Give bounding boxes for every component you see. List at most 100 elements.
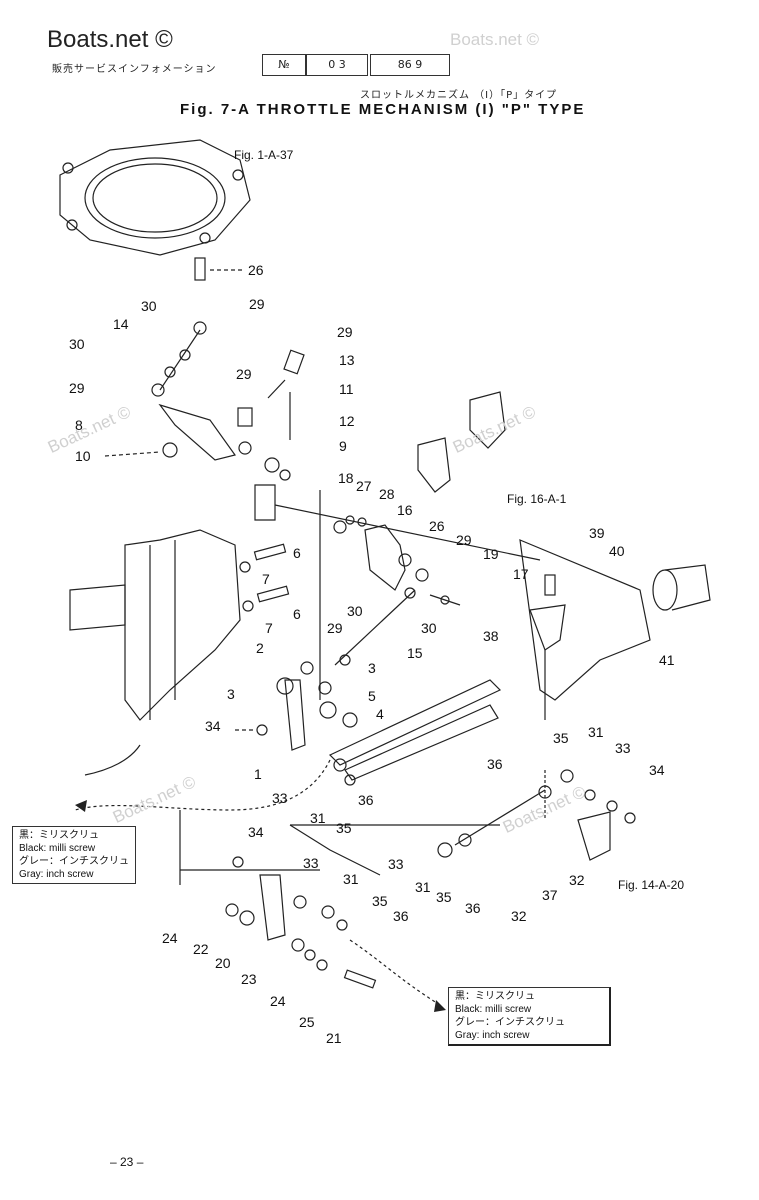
part-number: 26 bbox=[429, 518, 445, 534]
legend-black-en: Black: milli screw bbox=[455, 1004, 532, 1015]
bracket-plate-b bbox=[417, 437, 451, 493]
part-number: 7 bbox=[265, 620, 273, 636]
fig-ref-16-a-1: Fig. 16-A-1 bbox=[507, 492, 567, 506]
part-number: 7 bbox=[262, 571, 270, 587]
part-number: 31 bbox=[343, 871, 359, 887]
rod-14 bbox=[159, 329, 201, 391]
manual-title-jp: 販売サービスインフォメーション bbox=[52, 64, 217, 75]
mounting-flange bbox=[59, 139, 251, 256]
part-number: 29 bbox=[236, 366, 252, 382]
part-number: 39 bbox=[589, 525, 605, 541]
part-number: 14 bbox=[113, 316, 129, 332]
part-number: 3 bbox=[368, 660, 376, 676]
part-number: 29 bbox=[337, 324, 353, 340]
part-number: 30 bbox=[347, 603, 363, 619]
fig-ref-14-a-20: Fig. 14-A-20 bbox=[618, 878, 685, 892]
legend-black-jp: 黒：ミリスクリュ bbox=[455, 991, 535, 1002]
part-number: 8 bbox=[75, 417, 83, 433]
part-number: 31 bbox=[310, 810, 326, 826]
page-number: – 23 – bbox=[110, 1155, 144, 1169]
part-number: 26 bbox=[248, 262, 264, 278]
title-jp: スロットルメカニズム （Ⅰ）「P」タイプ bbox=[360, 90, 558, 101]
part-number: 27 bbox=[356, 478, 372, 494]
part-number: 35 bbox=[436, 889, 452, 905]
header-box-number: № bbox=[262, 54, 306, 76]
page-title: Fig. 7-A THROTTLE MECHANISM (I) "P" TYPE bbox=[180, 101, 586, 118]
legend-right: 黒：ミリスクリュ Black: milli screw グレー：インチスクリュ … bbox=[448, 987, 611, 1046]
bracket-plate-a bbox=[469, 391, 506, 449]
part-number: 6 bbox=[293, 545, 301, 561]
fig-ref-1-a-37: Fig. 1-A-37 bbox=[234, 148, 294, 162]
part-number: 16 bbox=[397, 502, 413, 518]
legend-left: 黒：ミリスクリュ Black: milli screw グレー：インチスクリュ … bbox=[12, 826, 136, 884]
part-number: 37 bbox=[542, 887, 558, 903]
part-number: 23 bbox=[241, 971, 257, 987]
part-number: 36 bbox=[487, 756, 503, 772]
part-number: 21 bbox=[326, 1030, 342, 1046]
part-number: 29 bbox=[69, 380, 85, 396]
part-number: 32 bbox=[511, 908, 527, 924]
part-number: 18 bbox=[338, 470, 354, 486]
part-number: 41 bbox=[659, 652, 675, 668]
part-number: 13 bbox=[339, 352, 355, 368]
part-number: 4 bbox=[376, 706, 384, 722]
part-number: 30 bbox=[69, 336, 85, 352]
throttle-cable bbox=[328, 679, 502, 766]
part-number: 19 bbox=[483, 546, 499, 562]
part-number: 9 bbox=[339, 438, 347, 454]
legend-black-en: Black: milli screw bbox=[19, 843, 96, 854]
rod-15 bbox=[334, 589, 416, 666]
part-number: 35 bbox=[372, 893, 388, 909]
lever-20 bbox=[259, 874, 286, 941]
part-number: 5 bbox=[368, 688, 376, 704]
part-number: 35 bbox=[553, 730, 569, 746]
part-number: 1 bbox=[254, 766, 262, 782]
part-number: 3 bbox=[227, 686, 235, 702]
part-number: 34 bbox=[205, 718, 221, 734]
part-number: 32 bbox=[569, 872, 585, 888]
link-1 bbox=[284, 679, 306, 751]
part-number: 35 bbox=[336, 820, 352, 836]
part-number: 36 bbox=[393, 908, 409, 924]
part-number: 28 bbox=[379, 486, 395, 502]
bracket-38 bbox=[519, 539, 651, 701]
part-number: 33 bbox=[272, 790, 288, 806]
part-number: 25 bbox=[299, 1014, 315, 1030]
part-number: 29 bbox=[249, 296, 265, 312]
part-number: 20 bbox=[215, 955, 231, 971]
part-number: 33 bbox=[615, 740, 631, 756]
header-box-issue: 0 3 bbox=[306, 54, 368, 76]
part-number: 34 bbox=[649, 762, 665, 778]
bracket-16 bbox=[364, 524, 406, 591]
part-number: 33 bbox=[303, 855, 319, 871]
bolt-26 bbox=[194, 257, 206, 281]
part-number: 11 bbox=[339, 381, 354, 397]
part-number: 24 bbox=[162, 930, 178, 946]
legend-gray-jp: グレー：インチスクリュ bbox=[455, 1017, 565, 1028]
part-number: 36 bbox=[358, 792, 374, 808]
part-number: 15 bbox=[407, 645, 423, 661]
part-number: 12 bbox=[339, 413, 355, 429]
part-number: 33 bbox=[388, 856, 404, 872]
flange-opening bbox=[84, 157, 226, 239]
part-number: 10 bbox=[75, 448, 91, 464]
part-number: 31 bbox=[588, 724, 604, 740]
part-number: 30 bbox=[421, 620, 437, 636]
part-number: 29 bbox=[456, 532, 472, 548]
part-number: 22 bbox=[193, 941, 209, 957]
part-number: 6 bbox=[293, 606, 301, 622]
legend-gray-en: Gray: inch screw bbox=[455, 1030, 530, 1041]
part-number: 2 bbox=[256, 640, 264, 656]
part-number: 38 bbox=[483, 628, 499, 644]
part-number: 36 bbox=[465, 900, 481, 916]
part-number: 40 bbox=[609, 543, 625, 559]
faint-watermark: Boats.net © bbox=[450, 30, 540, 49]
part-number: 34 bbox=[248, 824, 264, 840]
grommet-41 bbox=[652, 569, 678, 611]
engine-block bbox=[69, 584, 126, 631]
lever-8 bbox=[158, 403, 237, 461]
part-number: 29 bbox=[327, 620, 343, 636]
legend-gray-jp: グレー：インチスクリュ bbox=[19, 856, 129, 867]
part-number: 31 bbox=[415, 879, 431, 895]
